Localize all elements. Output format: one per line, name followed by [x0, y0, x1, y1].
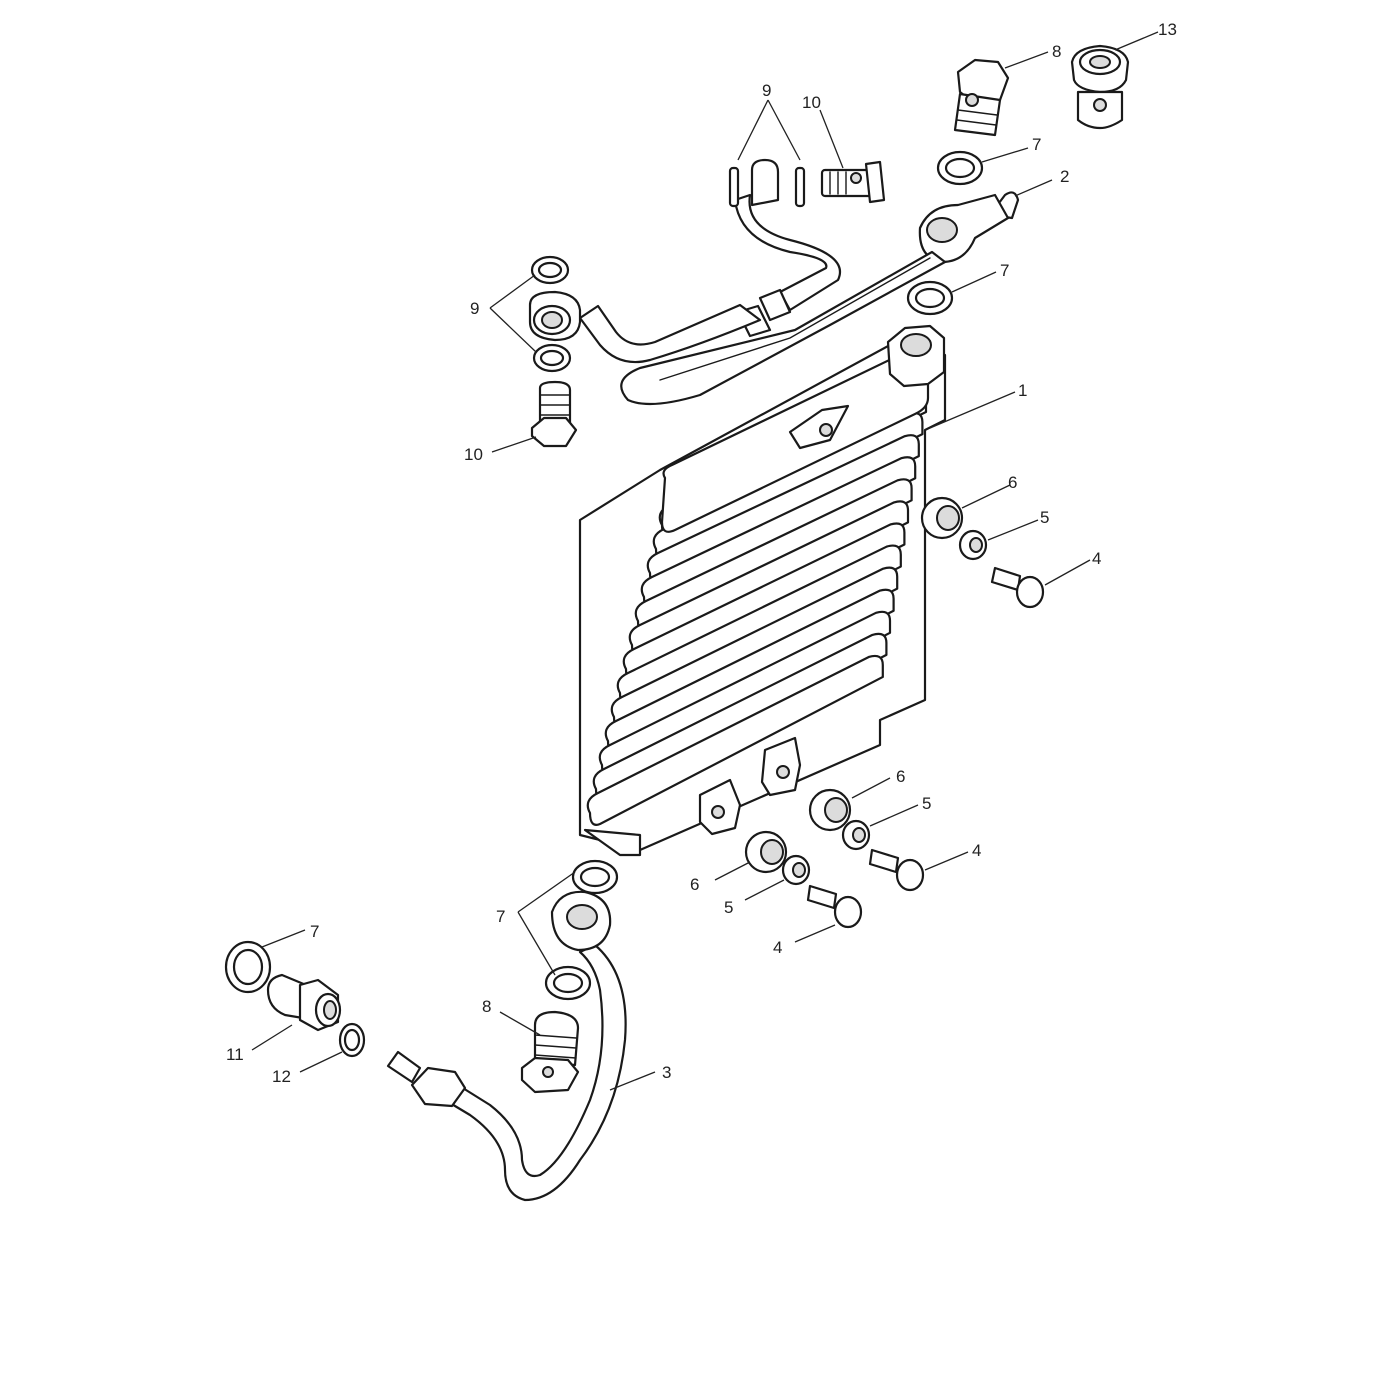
sealing-washer-top: [936, 150, 984, 186]
washer-small-12: [338, 1022, 366, 1058]
callout-7-upper: 7: [1000, 261, 1009, 280]
sealing-washer-left: [224, 940, 272, 994]
callout-labels: 1 2 3 4 4 4 5 5 5 6 6 6 7 7 7 7 8 8 9 9 …: [226, 20, 1177, 1086]
callout-4-upper: 4: [1092, 549, 1101, 568]
banjo-bolt-bottom: [520, 1010, 580, 1094]
hollow-banjo-bolt-13: [1070, 44, 1130, 130]
oil-cooler-body: [578, 324, 947, 857]
grommet-upper: [920, 496, 964, 540]
callout-8-top: 8: [1052, 42, 1061, 61]
callout-6-middle: 6: [896, 767, 905, 786]
spacer-upper: [958, 529, 988, 561]
callout-5-middle: 5: [922, 794, 931, 813]
screw-middle: [868, 848, 925, 892]
callout-8-bottom: 8: [482, 997, 491, 1016]
banjo-9-left: [528, 290, 582, 342]
callout-10-lower: 10: [464, 445, 483, 464]
grommet-middle: [808, 788, 852, 832]
callout-1: 1: [1018, 381, 1027, 400]
banjo-bolt-top: [953, 58, 1010, 137]
banjo-bolt-10-upper: [820, 160, 886, 204]
callout-13: 13: [1158, 20, 1177, 39]
washer-9-upper-small: [530, 255, 570, 285]
callout-7-lower: 7: [496, 907, 505, 926]
cooler-fin: [586, 654, 884, 826]
screw-lower: [806, 884, 863, 929]
callout-10-upper: 10: [802, 93, 821, 112]
grommet-lower: [744, 830, 788, 874]
banjo-bolt-10-lower: [530, 380, 578, 448]
callout-5-upper: 5: [1040, 508, 1049, 527]
washer-9-lower-small: [532, 343, 572, 373]
callout-4-middle: 4: [972, 841, 981, 860]
callout-9-left: 9: [470, 299, 479, 318]
sealing-washer-lower-a: [571, 859, 619, 895]
callout-11: 11: [226, 1045, 244, 1064]
screw-upper: [990, 566, 1045, 609]
washer-9-right: [794, 166, 806, 208]
adapter-union: [266, 973, 342, 1032]
spacer-middle: [841, 819, 871, 851]
callout-6-lower: 6: [690, 875, 699, 894]
callout-4-lower: 4: [773, 938, 782, 957]
washer-9-left: [728, 166, 740, 208]
leader-lines: [251, 31, 1159, 1091]
callout-12: 12: [272, 1067, 291, 1086]
sealing-washer-lower-b: [544, 965, 592, 1001]
callout-3: 3: [662, 1063, 671, 1082]
sealing-washer-upper: [906, 280, 954, 316]
callout-6-upper: 6: [1008, 473, 1017, 492]
callout-7-top: 7: [1032, 135, 1041, 154]
upper-oil-pipe: [578, 158, 1020, 406]
callout-2: 2: [1060, 167, 1069, 186]
lower-oil-pipe: [386, 890, 627, 1202]
callout-9-upper: 9: [762, 81, 771, 100]
callout-7-left: 7: [310, 922, 319, 941]
callout-5-lower: 5: [724, 898, 733, 917]
spacer-lower: [781, 854, 811, 886]
